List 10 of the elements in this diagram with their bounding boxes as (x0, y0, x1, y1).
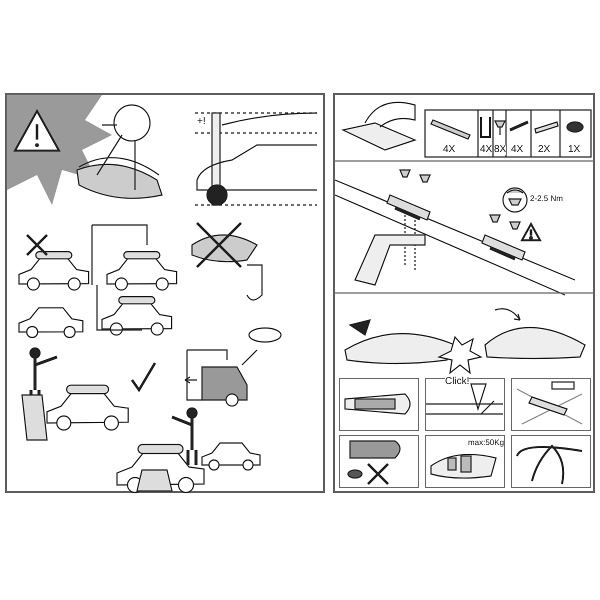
height-warning-label: +! (197, 117, 206, 127)
weight-limit-label: max:50Kg (468, 439, 504, 447)
quantity-label: 1X (568, 145, 580, 155)
quantity-label: 4X (511, 145, 524, 155)
quantity-label: 4X (443, 145, 456, 155)
click-label: Click! (445, 377, 470, 387)
quantity-label: 2X (538, 145, 550, 155)
quantity-label: 4X (480, 145, 492, 155)
torque-label: 2-2.5 Nm (530, 195, 563, 203)
quantity-label: 8X (494, 145, 506, 155)
